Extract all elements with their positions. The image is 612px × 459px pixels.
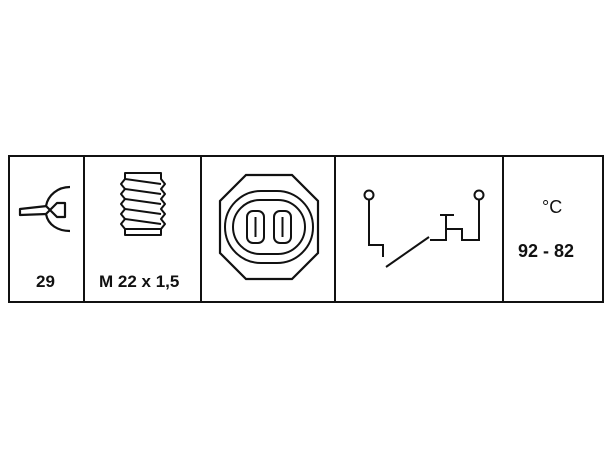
thread-size-label: M 22 x 1,5 — [99, 272, 180, 291]
spec-strip: 29 M 22 x 1,5 — [8, 155, 604, 303]
two-pin-connector-icon — [218, 173, 320, 281]
thread-bolt-icon — [120, 172, 166, 236]
temperature-unit-label: °C — [542, 197, 563, 217]
connector-panel — [200, 157, 334, 301]
wrench-icon — [18, 185, 71, 233]
temperature-range-label: 92 - 82 — [518, 241, 575, 261]
thermal-switch-symbol-icon — [363, 189, 485, 268]
temperature-panel: °C 92 - 82 — [502, 157, 602, 301]
wrench-size-panel: 29 — [10, 157, 83, 301]
thread-panel: M 22 x 1,5 — [83, 157, 200, 301]
switch-symbol-panel — [334, 157, 502, 301]
wrench-size-label: 29 — [36, 272, 55, 291]
